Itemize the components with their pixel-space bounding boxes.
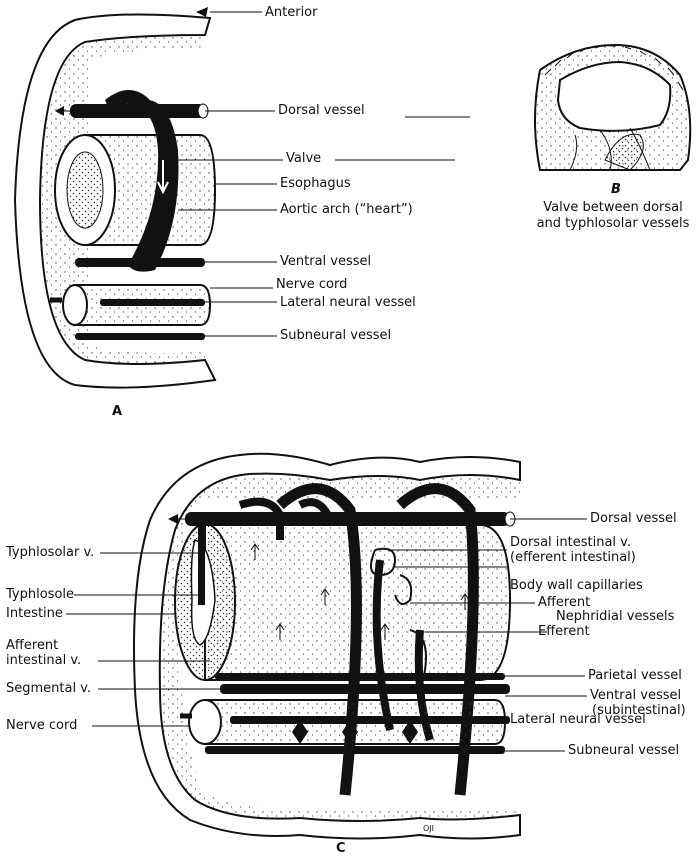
label-body-wall-capillaries: Body wall capillaries	[510, 579, 643, 593]
label-segmental-v: Segmental v.	[6, 682, 91, 696]
label-subneural-vessel-c: Subneural vessel	[568, 744, 679, 758]
label-valve: Valve	[286, 152, 321, 166]
label-esophagus: Esophagus	[280, 177, 351, 191]
label-anterior: Anterior	[265, 6, 317, 20]
label-afferent-intestinal-2: intestinal v.	[6, 654, 81, 668]
artist-signature: OJI	[423, 822, 434, 836]
label-dorsal-intestinal-2: (efferent intestinal)	[510, 551, 636, 565]
label-parietal-vessel: Parietal vessel	[588, 669, 682, 683]
label-nerve-cord-c: Nerve cord	[6, 719, 77, 733]
label-afferent-intestinal-1: Afferent	[6, 639, 58, 653]
panel-b-drawing	[535, 45, 690, 170]
label-typhlosolar-v: Typhlosolar v.	[6, 546, 94, 560]
label-lateral-neural-vessel-c: Lateral neural vessel	[510, 713, 646, 727]
panel-c-drawing	[66, 454, 587, 839]
panel-b-caption-line1: Valve between dorsal	[533, 200, 693, 216]
subneural-vessel-a	[75, 333, 205, 340]
label-typhlosole: Typhlosole	[6, 588, 74, 602]
label-lateral-neural-vessel-a: Lateral neural vessel	[280, 296, 416, 310]
panel-a-letter: A	[112, 404, 122, 419]
label-nerve-cord-a: Nerve cord	[276, 278, 347, 292]
label-afferent: Afferent	[538, 596, 590, 610]
label-dorsal-intestinal-1: Dorsal intestinal v.	[510, 536, 631, 550]
panel-b-letter: B	[611, 182, 621, 197]
ventral-vessel-a	[75, 258, 205, 267]
label-nephridial-vessels: Nephridial vessels	[556, 610, 674, 624]
label-efferent: Efferent	[538, 625, 590, 639]
label-dorsal-vessel-c: Dorsal vessel	[590, 512, 677, 526]
panel-b-caption-line2: and typhlosolar vessels	[533, 216, 693, 232]
panel-a-drawing	[15, 7, 470, 388]
label-intestine: Intestine	[6, 607, 63, 621]
label-ventral-vessel-c-1: Ventral vessel	[590, 689, 681, 703]
panel-c-letter: C	[336, 841, 346, 856]
label-aortic-arch: Aortic arch (“heart”)	[280, 203, 413, 217]
subneural-vessel-c	[205, 746, 505, 754]
label-subneural-vessel-a: Subneural vessel	[280, 329, 391, 343]
label-ventral-vessel-a: Ventral vessel	[280, 255, 371, 269]
label-dorsal-vessel-a: Dorsal vessel	[278, 104, 365, 118]
